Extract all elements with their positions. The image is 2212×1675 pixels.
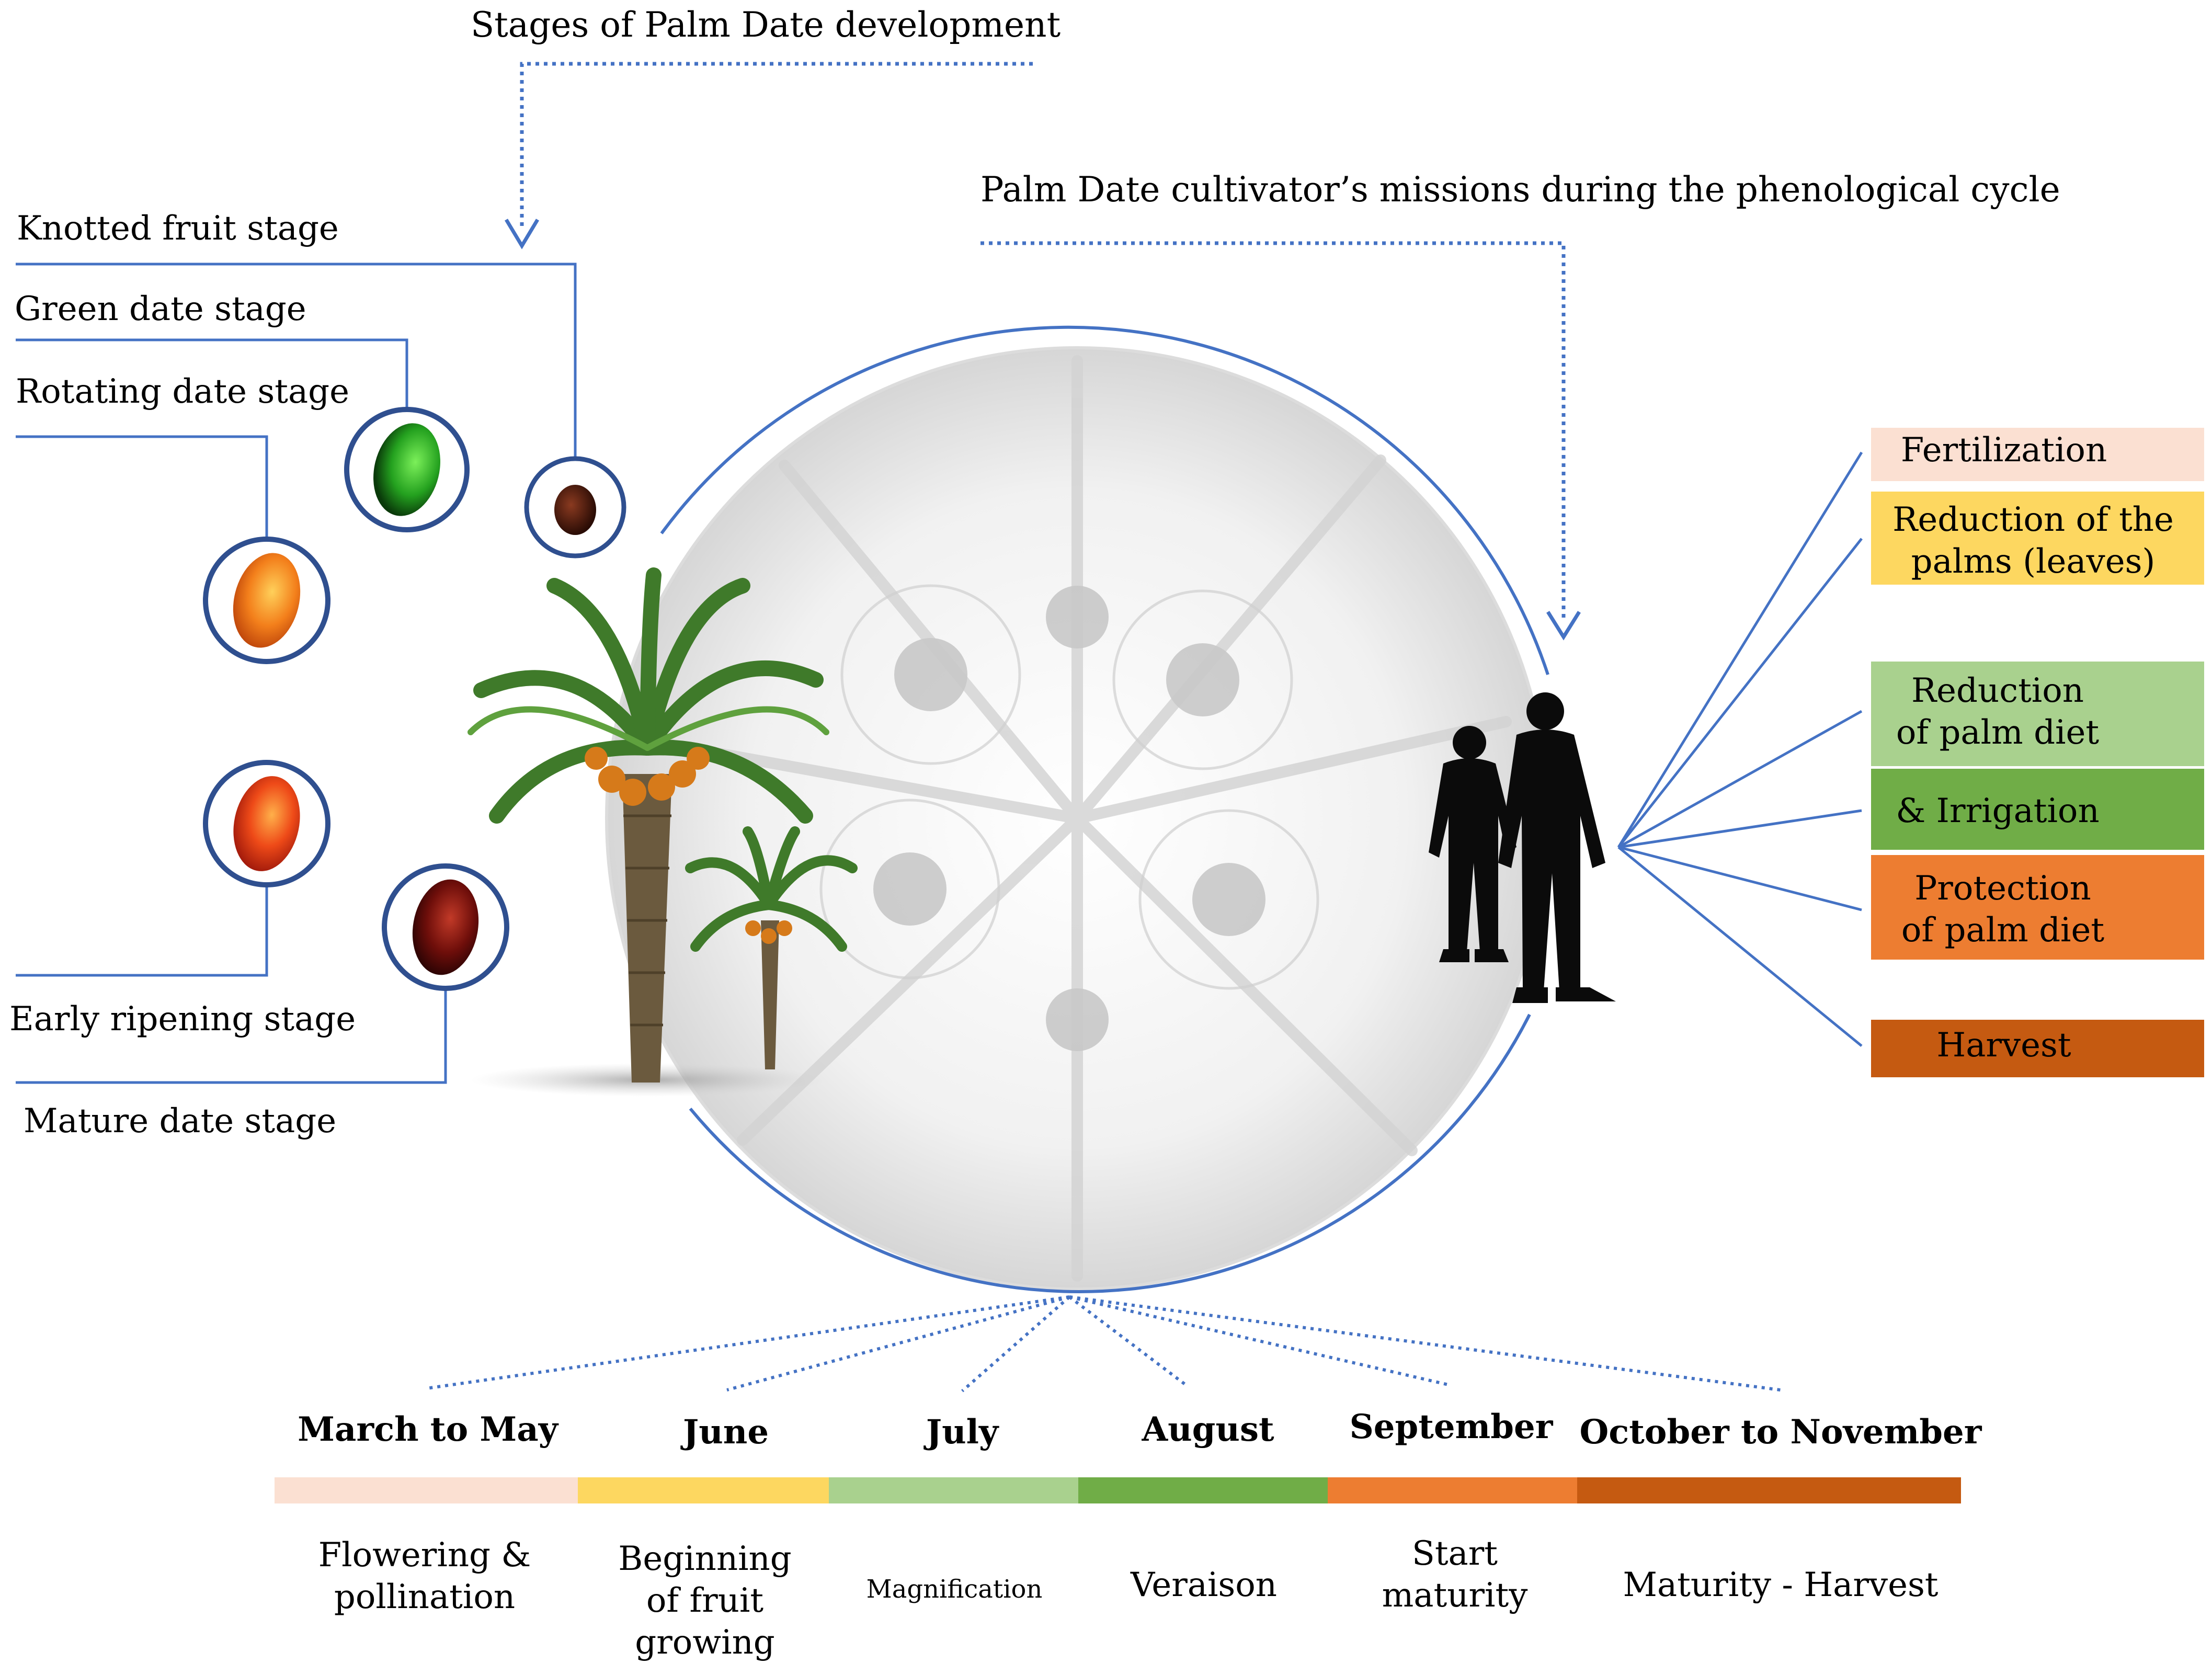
timeline-phase-descriptions: Flowering & pollination Beginning of fru… bbox=[318, 1534, 1939, 1662]
timeline-segment-august bbox=[1078, 1477, 1328, 1503]
svg-text:palms (leaves): palms (leaves) bbox=[1911, 542, 2156, 581]
timeline-color-bar bbox=[275, 1477, 1961, 1503]
phase-magnification: Magnification bbox=[866, 1575, 1043, 1604]
timeline-segment-september bbox=[1328, 1477, 1577, 1503]
phase-beginning-3: growing bbox=[635, 1623, 775, 1662]
stages-title: Stages of Palm Date development bbox=[471, 5, 1061, 45]
palm-tree-large bbox=[468, 567, 829, 1097]
phase-maturity-harvest: Maturity - Harvest bbox=[1623, 1566, 1938, 1604]
phase-beginning-1: Beginning bbox=[618, 1540, 791, 1578]
month-october-november: October to November bbox=[1580, 1412, 1982, 1452]
timeline-segment-july bbox=[829, 1477, 1078, 1503]
stage-label-knotted: Knotted fruit stage bbox=[17, 209, 339, 248]
mission-box-protection: Protection of palm diet bbox=[1871, 855, 2204, 960]
svg-text:Harvest: Harvest bbox=[1936, 1026, 2071, 1065]
farmer-silhouettes bbox=[1429, 692, 1616, 1003]
stage-label-rotating: Rotating date stage bbox=[16, 372, 349, 411]
phase-flowering-1: Flowering & bbox=[318, 1536, 531, 1575]
stage-label-green: Green date stage bbox=[15, 290, 306, 328]
month-july: July bbox=[923, 1412, 999, 1452]
phase-beginning-2: of fruit bbox=[646, 1581, 764, 1620]
stage-label-mature: Mature date stage bbox=[24, 1102, 336, 1141]
fruit-rotating bbox=[203, 537, 330, 664]
month-september: September bbox=[1350, 1407, 1554, 1446]
svg-text:& Irrigation: & Irrigation bbox=[1896, 792, 2099, 830]
phase-start-maturity-1: Start bbox=[1412, 1534, 1498, 1573]
mission-fan-lines bbox=[1617, 451, 1863, 1047]
orchard-sphere bbox=[605, 346, 1549, 1291]
mission-box-reduction-palms: Reduction of the palms (leaves) bbox=[1871, 492, 2204, 585]
timeline-segment-june bbox=[578, 1477, 829, 1503]
timeline-dotted-fan bbox=[426, 1295, 1781, 1393]
title-leaders bbox=[520, 62, 1566, 622]
fruit-green bbox=[344, 407, 470, 532]
phase-start-maturity-2: maturity bbox=[1382, 1576, 1528, 1615]
month-march-may: March to May bbox=[298, 1410, 559, 1449]
farmer-right bbox=[1498, 692, 1616, 1003]
svg-text:Protection: Protection bbox=[1914, 869, 2091, 908]
mission-box-fertilization: Fertilization bbox=[1871, 428, 2204, 481]
svg-text:Reduction of the: Reduction of the bbox=[1892, 500, 2174, 539]
missions-title: Palm Date cultivator’s missions during t… bbox=[980, 169, 2060, 210]
svg-text:Reduction: Reduction bbox=[1911, 671, 2084, 710]
cycle-arcs bbox=[660, 325, 1549, 1293]
stage-label-early-ripening: Early ripening stage bbox=[9, 1000, 356, 1039]
mission-box-irrigation: & Irrigation bbox=[1871, 769, 2204, 850]
svg-text:of palm diet: of palm diet bbox=[1901, 911, 2105, 950]
month-august: August bbox=[1141, 1410, 1274, 1449]
timeline-segment-march-may bbox=[275, 1477, 578, 1503]
mission-box-harvest: Harvest bbox=[1871, 1020, 2204, 1077]
svg-text:of palm diet: of palm diet bbox=[1896, 713, 2100, 752]
stage-leaders bbox=[16, 263, 577, 1084]
mission-box-reduction-diet: Reduction of palm diet bbox=[1871, 662, 2204, 766]
phase-flowering-2: pollination bbox=[334, 1578, 515, 1616]
svg-text:Fertilization: Fertilization bbox=[1901, 431, 2107, 470]
title-arrowheads bbox=[504, 219, 1581, 641]
farmer-left bbox=[1429, 726, 1517, 962]
month-june: June bbox=[680, 1412, 769, 1452]
fruit-early-ripening bbox=[203, 760, 330, 887]
timeline-months: March to May June July August September … bbox=[298, 1407, 1982, 1452]
palm-tree-small bbox=[685, 826, 858, 1069]
timeline-segment-october-november bbox=[1577, 1477, 1961, 1503]
fruit-knotted bbox=[524, 456, 626, 559]
phase-veraison: Veraison bbox=[1130, 1566, 1277, 1604]
fruit-mature bbox=[382, 863, 509, 991]
